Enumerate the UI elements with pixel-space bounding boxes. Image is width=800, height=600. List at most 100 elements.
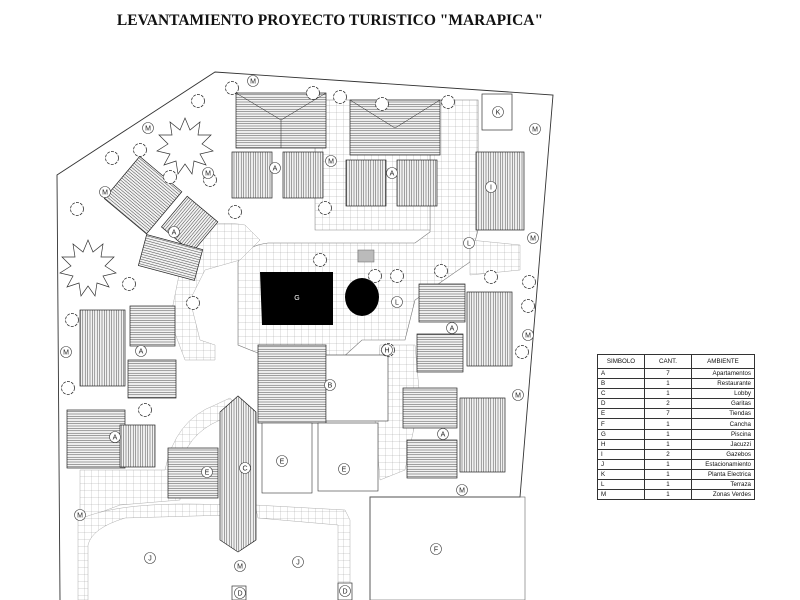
zone-mark-circle (234, 587, 246, 599)
large-trees (59, 117, 214, 297)
zone-mark-circle (269, 162, 281, 174)
small-tree (122, 277, 136, 291)
zone-mark-circle (99, 186, 111, 198)
small-tree (61, 381, 75, 395)
zone-mark-circle (339, 585, 351, 597)
small-tree (133, 143, 147, 157)
zone-mark-d: D (342, 588, 347, 595)
legend-ambient: Cancha (691, 418, 755, 430)
zone-mark-j: J (296, 559, 300, 566)
legend-count: 1 (644, 479, 692, 491)
zone-mark-circle (109, 431, 121, 443)
zone-mark-m: M (532, 126, 538, 133)
zone-mark-circle (74, 509, 86, 521)
legend-symbol: I (597, 448, 645, 460)
legend-ambient: Garitas (691, 398, 755, 410)
zone-mark-circle (292, 556, 304, 568)
legend-header-row: SIMBOLO CANT. AMBIENTE (597, 354, 755, 369)
zone-mark-circle (485, 181, 497, 193)
zone-mark-circle (142, 122, 154, 134)
zone-mark-k: K (496, 109, 501, 116)
jacuzzi (345, 278, 379, 316)
legend-ambient: Terraza (691, 479, 755, 491)
lobby-roof (219, 395, 257, 553)
zone-mark-m: M (145, 125, 151, 132)
legend-ambient: Jacuzzi (691, 438, 755, 450)
legend-symbol: F (597, 418, 645, 430)
zone-mark-circle (529, 123, 541, 135)
small-tree (521, 299, 535, 313)
legend-symbol: K (597, 468, 645, 481)
legend-ambient: Restaurante (691, 378, 755, 390)
small-tree (375, 97, 389, 111)
zone-mark-circle (144, 552, 156, 564)
legend-ambient: Planta Electrica (691, 468, 755, 481)
legend-count: 1 (644, 388, 692, 400)
legend-symbol: M (597, 489, 645, 501)
legend-count: 7 (644, 367, 692, 380)
small-tree (105, 151, 119, 165)
zone-mark-circle (527, 232, 539, 244)
legend-symbol: G (597, 428, 645, 440)
zone-mark-circle (522, 329, 534, 341)
legend-symbol: D (597, 398, 645, 410)
legend-symbol: E (597, 408, 645, 420)
legend-count: 2 (644, 448, 692, 460)
zone-mark-circle (276, 455, 288, 467)
small-tree (313, 253, 327, 267)
legend-symbol: H (597, 438, 645, 450)
small-tree (228, 205, 242, 219)
small-tree (318, 201, 332, 215)
zone-mark-m: M (525, 332, 531, 339)
small-tree (186, 296, 200, 310)
legend-ambient: Apartamentos (691, 367, 755, 380)
restaurant-roof (257, 344, 327, 424)
small-trees (61, 81, 536, 417)
zone-mark-a: A (139, 348, 144, 355)
small-tree (390, 269, 404, 283)
zone-mark-m: M (515, 392, 521, 399)
zone-mark-a: A (273, 165, 278, 172)
zone-mark-circle (446, 322, 458, 334)
legend-header-ambient: AMBIENTE (691, 354, 755, 369)
zone-mark-circle (325, 155, 337, 167)
legend-count: 1 (644, 468, 692, 481)
zone-mark-m: M (459, 487, 465, 494)
zone-mark-circle (463, 237, 475, 249)
small-tree (138, 403, 152, 417)
legend-ambient: Gazebos (691, 448, 755, 460)
legend-count: 1 (644, 418, 692, 430)
zone-mark-a: A (390, 170, 395, 177)
small-tree (70, 202, 84, 216)
zone-mark-h: H (384, 347, 389, 354)
zone-mark-a: A (450, 325, 455, 332)
zone-mark-m: M (102, 189, 108, 196)
zone-mark-circle (60, 346, 72, 358)
zone-mark-f: F (434, 546, 438, 553)
legend-ambient: Zonas Verdes (691, 489, 755, 501)
zone-mark-circle (512, 389, 524, 401)
legend-ambient: Estacionamiento (691, 458, 755, 470)
zone-mark-e: E (205, 469, 210, 476)
zone-mark-c: C (242, 465, 247, 472)
zone-mark-circle (381, 344, 393, 356)
small-tree (306, 86, 320, 100)
legend-count: 7 (644, 408, 692, 420)
zone-mark-e: E (342, 466, 347, 473)
zone-mark-a: A (441, 431, 446, 438)
zone-mark-b: B (328, 382, 333, 389)
zone-mark-a: A (172, 229, 177, 236)
zone-mark-m: M (530, 235, 536, 242)
plan-title: LEVANTAMIENTO PROYECTO TURISTICO "MARAPI… (116, 12, 544, 29)
zone-mark-m: M (63, 349, 69, 356)
restaurant-terrace (325, 354, 389, 422)
